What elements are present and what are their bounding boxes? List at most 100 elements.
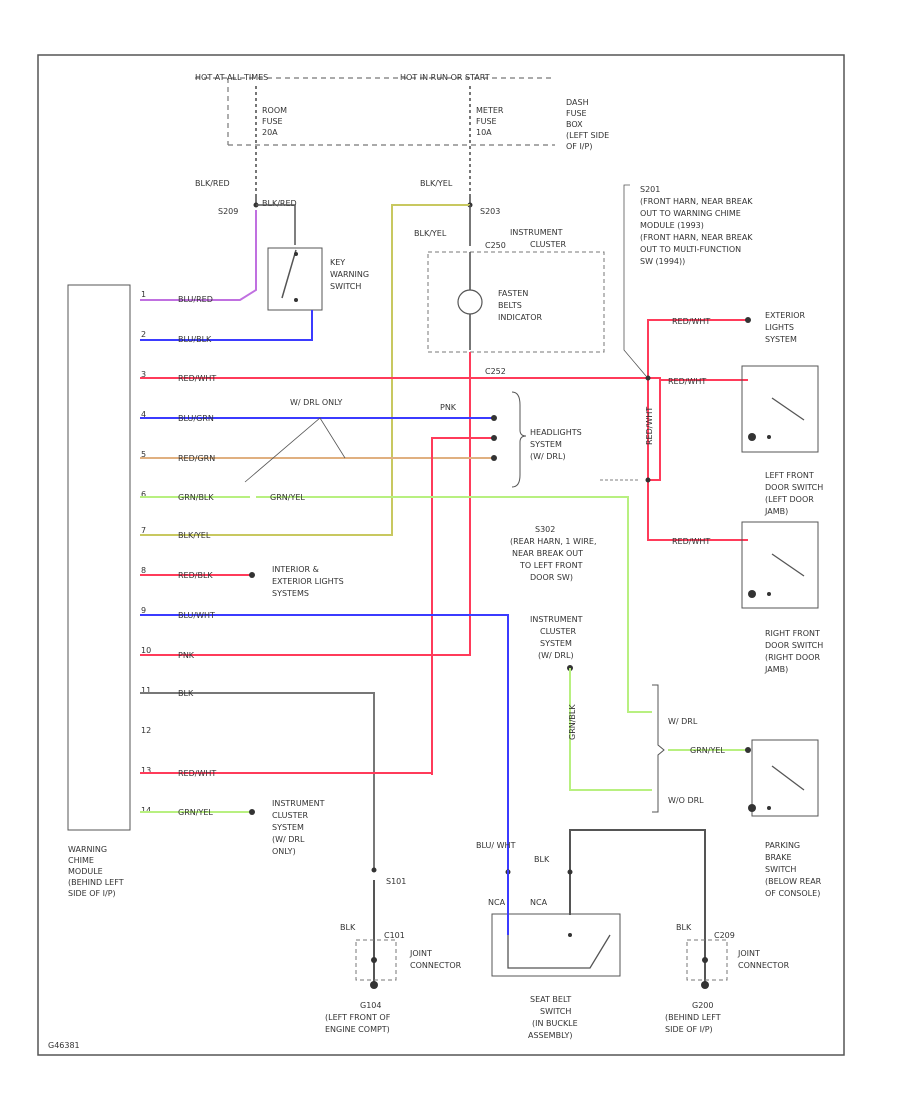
wire-label: GRN/YEL <box>178 808 213 817</box>
svg-text:DOOR SWITCH: DOOR SWITCH <box>765 483 823 492</box>
wire-label: GRN/BLK <box>178 493 214 502</box>
svg-text:OF CONSOLE): OF CONSOLE) <box>765 889 820 898</box>
svg-text:12: 12 <box>141 726 151 735</box>
wo-drl-label: W/O DRL <box>668 796 704 805</box>
fuse-bus <box>195 77 555 146</box>
svg-text:INSTRUMENT: INSTRUMENT <box>530 615 583 624</box>
seat-belt-switch <box>491 913 621 977</box>
wire-label: BLK/YEL <box>178 531 211 540</box>
wire-label: BLK <box>178 689 194 698</box>
svg-text:HEADLIGHTS: HEADLIGHTS <box>530 428 582 437</box>
svg-text:CONNECTOR: CONNECTOR <box>410 961 462 970</box>
joint-connector-2 <box>686 939 728 981</box>
svg-text:S302: S302 <box>535 525 555 534</box>
svg-text:EXTERIOR: EXTERIOR <box>765 311 806 320</box>
svg-text:INTERIOR &: INTERIOR & <box>272 565 319 574</box>
wire-label: RED/WHT <box>668 377 706 386</box>
wire-label: BLK <box>340 923 356 932</box>
room-fuse: ROOM FUSE 20A <box>262 106 287 137</box>
svg-text:(LEFT SIDE: (LEFT SIDE <box>566 131 609 140</box>
svg-text:(IN BUCKLE: (IN BUCKLE <box>532 1019 578 1028</box>
svg-text:SEAT BELT: SEAT BELT <box>530 995 571 1004</box>
svg-text:NEAR BREAK OUT: NEAR BREAK OUT <box>512 549 583 558</box>
svg-text:SYSTEMS: SYSTEMS <box>272 589 309 598</box>
wire-label: GRN/YEL <box>270 493 305 502</box>
svg-text:ENGINE COMPT): ENGINE COMPT) <box>325 1025 390 1034</box>
wire-label: GRN/YEL <box>690 746 725 755</box>
svg-text:ROOM: ROOM <box>262 106 287 115</box>
svg-text:DASH: DASH <box>566 98 589 107</box>
svg-text:3: 3 <box>141 370 146 379</box>
bus-hot-all: HOT AT ALL TIMES <box>195 73 268 82</box>
connector-c252: C252 <box>485 367 506 376</box>
module-pins: 1 2 3 4 5 6 7 8 9 10 11 12 13 14 <box>141 290 151 815</box>
svg-text:JOINT: JOINT <box>409 949 432 958</box>
svg-text:FUSE: FUSE <box>476 117 497 126</box>
g200-label: G200 (BEHIND LEFT SIDE OF I/P) <box>665 1001 721 1034</box>
module-label: WARNING CHIME MODULE (BEHIND LEFT SIDE O… <box>68 845 124 898</box>
svg-text:SWITCH: SWITCH <box>765 865 796 874</box>
svg-text:LIGHTS: LIGHTS <box>765 323 794 332</box>
wire-label: BLU/BLK <box>178 335 212 344</box>
wire-label: BLK/YEL <box>420 179 453 188</box>
svg-text:LEFT FRONT: LEFT FRONT <box>765 471 814 480</box>
svg-text:DOOR SW): DOOR SW) <box>530 573 573 582</box>
svg-text:20A: 20A <box>262 128 278 137</box>
meter-fuse: METER FUSE 10A <box>476 106 504 137</box>
svg-text:10A: 10A <box>476 128 492 137</box>
svg-text:WARNING: WARNING <box>330 270 369 279</box>
svg-text:(REAR HARN, 1 WIRE,: (REAR HARN, 1 WIRE, <box>510 537 596 546</box>
connector-label: C209 <box>714 931 735 940</box>
wire-label: RED/WHT <box>178 769 216 778</box>
interior-ext-label: INTERIOR & EXTERIOR LIGHTS SYSTEMS <box>272 565 344 598</box>
svg-text:(RIGHT DOOR: (RIGHT DOOR <box>765 653 820 662</box>
svg-text:OF I/P): OF I/P) <box>566 142 592 151</box>
nca-label: NCA <box>488 898 506 907</box>
svg-text:SYSTEM: SYSTEM <box>530 440 562 449</box>
wire-label: RED/GRN <box>178 454 215 463</box>
wire-label: BLK/RED <box>262 199 297 208</box>
svg-text:14: 14 <box>141 806 151 815</box>
svg-text:SIDE OF I/P): SIDE OF I/P) <box>68 889 116 898</box>
instrument-cluster-mid-label: INSTRUMENT CLUSTER SYSTEM (W/ DRL) <box>530 615 583 660</box>
svg-text:FUSE: FUSE <box>262 117 283 126</box>
svg-text:(BEHIND LEFT: (BEHIND LEFT <box>665 1013 721 1022</box>
wire-label: BLU/RED <box>178 295 213 304</box>
svg-text:(FRONT HARN, NEAR BREAK: (FRONT HARN, NEAR BREAK <box>640 197 753 206</box>
ground-g200 <box>701 981 709 989</box>
joint-connector-1 <box>355 939 397 981</box>
svg-text:ONLY): ONLY) <box>272 847 296 856</box>
svg-text:(W/ DRL): (W/ DRL) <box>538 651 574 660</box>
svg-text:CHIME: CHIME <box>68 856 94 865</box>
bus-hot-run: HOT IN RUN OR START <box>400 73 490 82</box>
svg-text:INSTRUMENT: INSTRUMENT <box>272 799 325 808</box>
left-front-door-switch <box>741 365 819 453</box>
svg-text:FUSE: FUSE <box>566 109 587 118</box>
g104-label: G104 (LEFT FRONT OF ENGINE COMPT) <box>325 1001 391 1034</box>
svg-text:8: 8 <box>141 566 146 575</box>
parking-brake-label: PARKING BRAKE SWITCH (BELOW REAR OF CONS… <box>765 841 822 898</box>
svg-text:13: 13 <box>141 766 151 775</box>
svg-text:JAMB): JAMB) <box>764 665 788 674</box>
svg-text:2: 2 <box>141 330 146 339</box>
svg-text:SW (1994)): SW (1994)) <box>640 257 685 266</box>
svg-text:BELTS: BELTS <box>498 301 522 310</box>
wire-label: BLK/YEL <box>414 229 447 238</box>
ground-g104 <box>370 981 378 989</box>
key-switch-label: KEY <box>330 258 345 267</box>
svg-text:CLUSTER: CLUSTER <box>530 240 567 249</box>
warning-chime-module <box>67 284 131 831</box>
wire-label: PNK <box>178 651 195 660</box>
svg-text:SYSTEM: SYSTEM <box>540 639 572 648</box>
svg-text:9: 9 <box>141 606 146 615</box>
svg-text:S201: S201 <box>640 185 660 194</box>
right-front-door-switch <box>741 521 819 609</box>
wire-label: BLK <box>676 923 692 932</box>
key-warning-switch <box>267 247 323 311</box>
wire-label: GRN/BLK <box>568 704 577 740</box>
svg-text:OUT TO WARNING CHIME: OUT TO WARNING CHIME <box>640 209 741 218</box>
svg-text:OUT TO MULTI-FUNCTION: OUT TO MULTI-FUNCTION <box>640 245 741 254</box>
svg-text:JOINT: JOINT <box>737 949 760 958</box>
splice-label: S203 <box>480 207 500 216</box>
svg-text:G104: G104 <box>360 1001 381 1010</box>
